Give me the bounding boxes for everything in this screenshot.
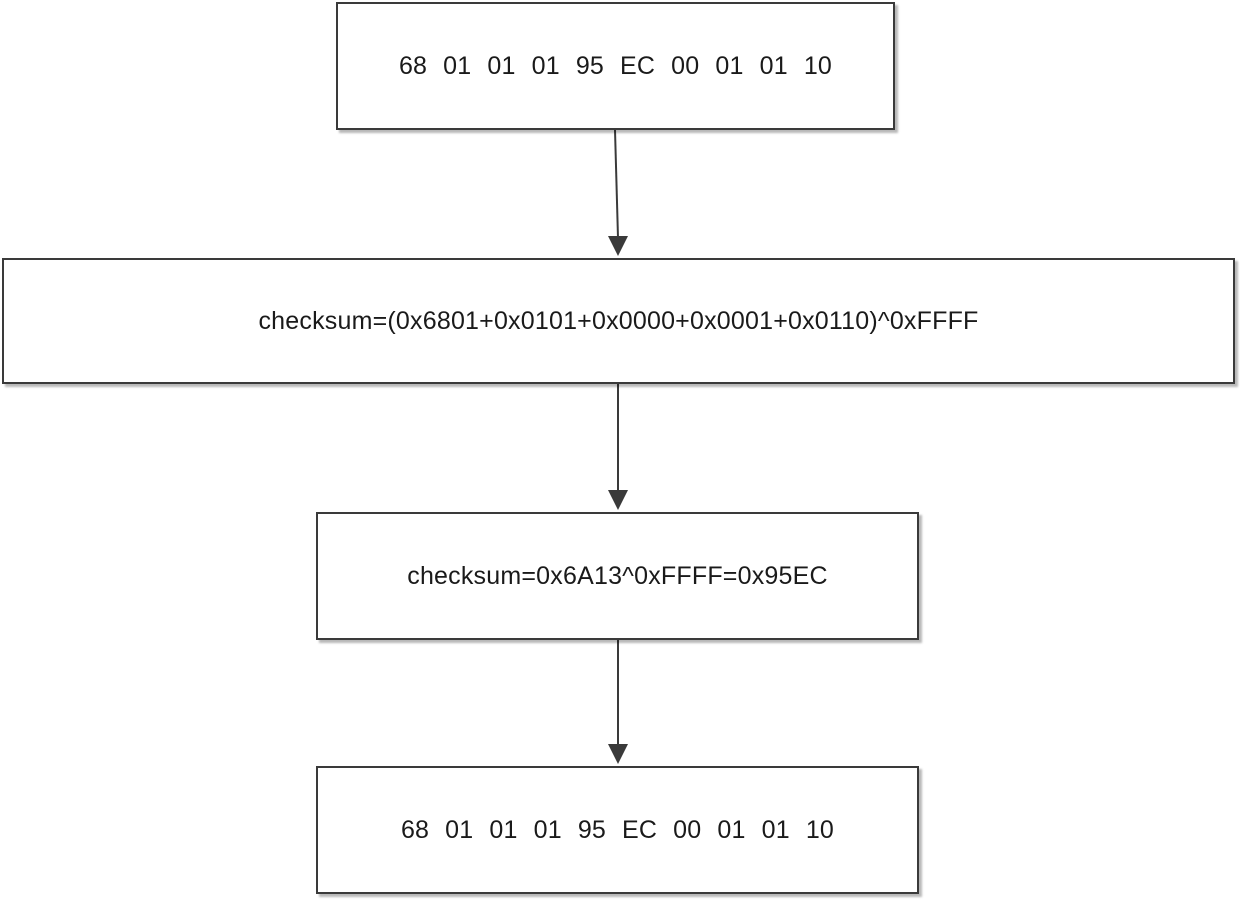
byte: 68 bbox=[400, 815, 430, 844]
checksum-result-box: checksum=0x6A13^0xFFFF=0x95EC bbox=[316, 512, 919, 640]
byte: 01 bbox=[759, 51, 788, 80]
checksum-formula-text: checksum=(0x6801+0x0101+0x0000+0x0001+0x… bbox=[258, 306, 979, 335]
byte: 01 bbox=[533, 815, 562, 844]
byte: 01 bbox=[717, 815, 746, 844]
byte: 01 bbox=[531, 51, 560, 80]
byte: 01 bbox=[443, 51, 472, 80]
byte: 10 bbox=[805, 815, 835, 844]
arrow-3-to-4 bbox=[608, 640, 628, 764]
byte: 95 bbox=[577, 815, 607, 844]
byte: 01 bbox=[761, 815, 790, 844]
byte: 10 bbox=[803, 51, 833, 80]
byte: 01 bbox=[489, 815, 518, 844]
byte: EC bbox=[622, 815, 658, 844]
byte: 01 bbox=[715, 51, 744, 80]
byte: 01 bbox=[487, 51, 516, 80]
arrow-2-to-3 bbox=[608, 384, 628, 510]
checksum-formula-box: checksum=(0x6801+0x0101+0x0000+0x0001+0x… bbox=[2, 258, 1235, 384]
byte: EC bbox=[620, 51, 656, 80]
input-frame-box: 68 01 01 01 95 EC 00 01 01 10 bbox=[336, 2, 895, 130]
checksum-result-text: checksum=0x6A13^0xFFFF=0x95EC bbox=[407, 561, 828, 590]
byte: 00 bbox=[671, 51, 700, 80]
byte: 00 bbox=[673, 815, 702, 844]
output-frame-bytes: 68 01 01 01 95 EC 00 01 01 10 bbox=[401, 816, 834, 845]
byte: 68 bbox=[398, 51, 428, 80]
output-frame-box: 68 01 01 01 95 EC 00 01 01 10 bbox=[316, 766, 919, 894]
arrow-1-to-2 bbox=[608, 129, 628, 256]
input-frame-bytes: 68 01 01 01 95 EC 00 01 01 10 bbox=[399, 52, 832, 81]
byte: 01 bbox=[445, 815, 474, 844]
byte: 95 bbox=[575, 51, 605, 80]
